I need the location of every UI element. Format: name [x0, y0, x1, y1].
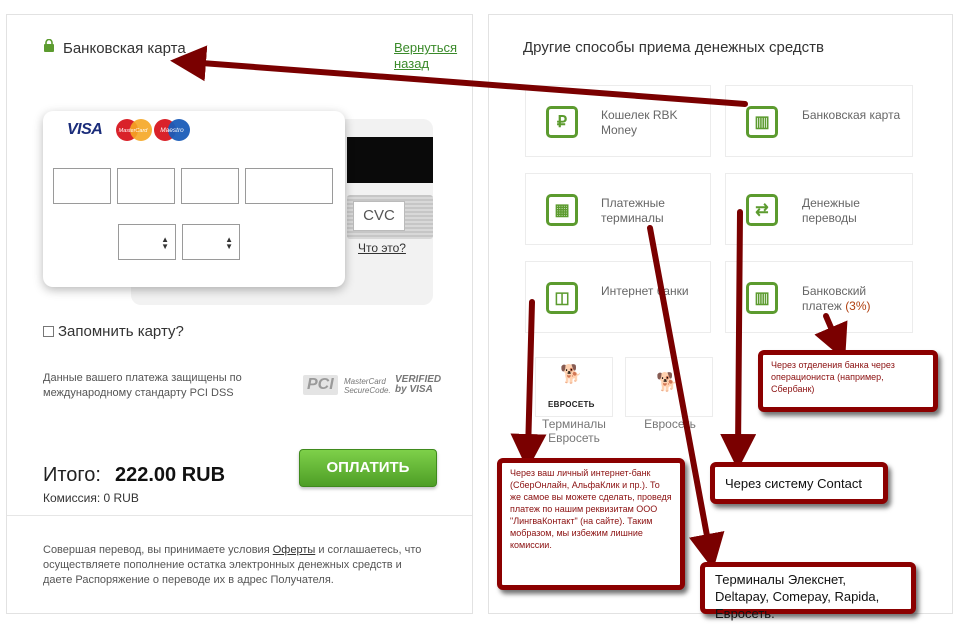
pay-button[interactable]: ОПЛАТИТЬ — [299, 449, 437, 487]
bank-icon: ▥ — [746, 106, 778, 138]
note-terminals: Терминалы Элекснет, Deltapay, Comepay, R… — [700, 562, 916, 621]
visa-logo: VISA — [67, 121, 103, 138]
cvc-input[interactable]: CVC — [353, 201, 405, 231]
card-number-input-1[interactable] — [53, 168, 111, 204]
wallet-icon: ₽ — [546, 106, 578, 138]
total-label: Итого: — [43, 464, 101, 486]
tile-bank-card[interactable]: ▥ Банковская карта — [725, 85, 913, 157]
remember-checkbox[interactable] — [43, 326, 54, 337]
safe-icon: ◫ — [546, 282, 578, 314]
select-arrows-icon: ▲▼ — [161, 235, 169, 251]
expiry-month-select[interactable]: ▲▼ — [118, 224, 176, 260]
other-methods-panel: Другие способы приема денежных средств ₽… — [488, 14, 953, 614]
svg-text:MasterCard: MasterCard — [119, 128, 149, 134]
card-number-input-4[interactable] — [245, 168, 333, 204]
card-number-input-3[interactable] — [181, 168, 239, 204]
tile-bank-payment[interactable]: ▥ Банковский платеж (3%) — [725, 261, 913, 333]
tile-evroset-terminals[interactable]: 🐕 ЕВРОСЕТЬ — [535, 357, 613, 417]
divider — [7, 515, 472, 516]
mastercard-securecode-logo: MasterCard SecureCode. — [344, 377, 391, 395]
tile-evroset[interactable]: 🐕 — [625, 357, 713, 417]
note-bank-branch: Через отделения банка через операционист… — [758, 350, 938, 412]
bank-payment-icon: ▥ — [746, 282, 778, 314]
what-is-cvc-link[interactable]: Что это? — [358, 241, 406, 255]
panel-title: Банковская карта — [63, 40, 186, 57]
remember-card[interactable]: Запомнить карту? — [43, 323, 184, 340]
lock-icon — [44, 39, 54, 52]
tile-internet-banks[interactable]: ◫ Интернет банки — [525, 261, 711, 333]
maestro-logo: Maestro — [154, 119, 190, 141]
transfer-icon: ⇄ — [746, 194, 778, 226]
verified-by-visa-logo: VERIFIED by VISA — [395, 374, 442, 395]
evroset-dog-icon: 🐕 — [656, 372, 679, 392]
select-arrows-icon: ▲▼ — [225, 235, 233, 251]
back-link[interactable]: Вернуться назад — [394, 40, 458, 71]
evroset-label: Евросеть — [644, 417, 696, 431]
tile-rbk-money[interactable]: ₽ Кошелек RBK Money — [525, 85, 711, 157]
svg-text:Maestro: Maestro — [160, 127, 184, 134]
bank-card-panel: Банковская карта Вернуться назад CVC Что… — [6, 14, 473, 614]
magnetic-stripe — [347, 137, 433, 183]
tile-payment-terminals[interactable]: ▦ Платежные терминалы — [525, 173, 711, 245]
evroset-terminals-label: Терминалы Евросеть — [542, 417, 606, 445]
total-amount: 222.00 RUB — [115, 464, 226, 486]
mastercard-logo: MasterCard — [116, 119, 152, 141]
offer-link[interactable]: Оферты — [272, 544, 316, 556]
pci-logo: PCI — [303, 375, 338, 395]
note-contact: Через систему Contact — [710, 462, 888, 504]
evroset-logo: ЕВРОСЕТЬ — [548, 400, 595, 409]
terms-text: Совершая перевод, вы принимаете условия … — [43, 544, 422, 586]
remember-label: Запомнить карту? — [58, 323, 184, 340]
expiry-year-select[interactable]: ▲▼ — [182, 224, 240, 260]
evroset-dog-icon: 🐕 — [560, 364, 583, 384]
terminal-icon: ▦ — [546, 194, 578, 226]
note-internet-bank: Через ваш личный интернет-банк (СберОнла… — [497, 458, 685, 590]
tile-money-transfers[interactable]: ⇄ Денежные переводы — [725, 173, 913, 245]
other-methods-title: Другие способы приема денежных средств — [523, 39, 824, 56]
commission-text: Комиссия: 0 RUB — [43, 491, 139, 505]
card-number-input-2[interactable] — [117, 168, 175, 204]
security-note: Данные вашего платежа защищены по междун… — [43, 372, 242, 399]
